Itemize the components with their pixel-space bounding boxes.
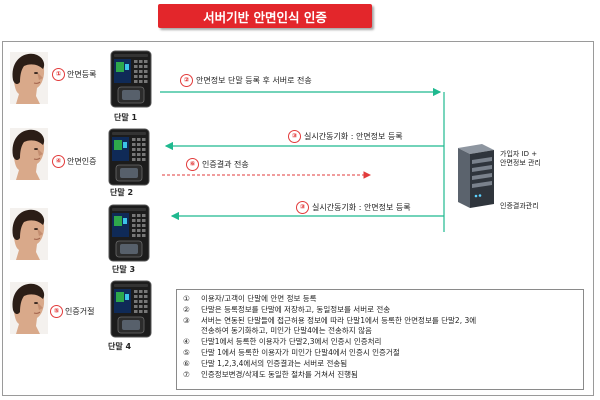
diagram-frame (2, 41, 594, 396)
server-label-line2: 안면정보 관리 (500, 159, 541, 167)
terminal-device-1 (110, 50, 152, 108)
terminal-device-3 (108, 204, 150, 262)
arrow-badge-3a: ③ (288, 130, 301, 143)
legend-text: 단말1에서 등록한 이용자가 단말2,3에서 인증시 인증처리 (201, 337, 382, 347)
step-badge-4: ④ (52, 155, 65, 168)
legend-num: ⑦ (183, 369, 190, 379)
step-badge-5: ⑤ (50, 305, 63, 318)
diagram-title: 서버기반 안면인식 인증 (158, 4, 372, 28)
arrow-label-3b: 실시간동기화 : 안면정보 등록 (312, 203, 411, 212)
user-face-2 (10, 128, 48, 180)
terminal-label-4: 단말 4 (108, 342, 132, 351)
arrow-label-2: 안면정보 단말 등록 후 서버로 전송 (196, 76, 312, 85)
legend-box: ① 이용자/고객이 단말에 안면 정보 등록 ② 단말은 등록정보를 단말에 저장하… (176, 289, 584, 390)
legend-text: 이용자/고객이 단말에 안면 정보 등록 (201, 294, 317, 303)
arrow-label-3a: 실시간동기화 : 안면정보 등록 (304, 132, 403, 141)
legend-num: ③ (183, 315, 190, 325)
legend-text: 단말 1,2,3,4에서의 인증결과는 서버로 전송됨 (201, 358, 348, 368)
legend-row: ④ 단말1에서 등록한 이용자가 단말2,3에서 인증시 인증처리 (183, 337, 577, 348)
terminal-label-3: 단말 3 (112, 265, 136, 274)
terminal-device-2 (108, 128, 150, 186)
legend-text: 전송하여 동기화하고, 미인가 단말4에는 전송하지 않음 (201, 326, 372, 336)
legend-num: ⑤ (183, 347, 190, 357)
server-result-label: 인증결과관리 (500, 202, 539, 210)
legend-text: 단말은 등록정보를 단말에 저장하고, 동일정보를 서버로 전송 (201, 304, 391, 314)
legend-num: ⑥ (183, 358, 190, 368)
step-label-enroll: 안면등록 (67, 70, 97, 79)
user-face-3 (10, 208, 48, 260)
server-tower-icon (458, 144, 494, 208)
step-label-auth: 안면인증 (67, 157, 97, 166)
arrow-badge-6: ⑥ (186, 158, 199, 171)
step-badge-1: ① (52, 68, 65, 81)
legend-row: ③ 서버는 연동된 단말들에 접근허용 정보에 따라 단말1에서 등록한 안면정보… (183, 316, 577, 327)
legend-text: 서버는 연동된 단말들에 접근허용 정보에 따라 단말1에서 등록한 안면정보를… (201, 315, 477, 325)
legend-num: ④ (183, 337, 190, 347)
user-face-1 (10, 52, 48, 104)
arrow-label-6: 인증결과 전송 (202, 160, 249, 169)
terminal-device-4 (110, 280, 152, 338)
legend-num (183, 326, 201, 337)
legend-num: ② (183, 304, 190, 314)
step-label-deny: 인증거절 (65, 307, 95, 316)
legend-row: ⑦ 인증정보변경/삭제도 동일한 절차를 거쳐서 진행됨 (183, 370, 577, 381)
legend-row: ② 단말은 등록정보를 단말에 저장하고, 동일정보를 서버로 전송 (183, 305, 577, 316)
legend-text: 단말 1에서 등록한 이용자가 미인가 단말4에서 인증시 인증거절 (201, 347, 400, 357)
legend-row: 전송하여 동기화하고, 미인가 단말4에는 전송하지 않음 (183, 326, 577, 337)
user-face-4 (10, 282, 48, 334)
arrow-badge-2: ② (180, 74, 193, 87)
server-label-line1: 가입자 ID + (500, 150, 538, 158)
legend-text: 인증정보변경/삭제도 동일한 절차를 거쳐서 진행됨 (201, 369, 358, 379)
legend-row: ⑥ 단말 1,2,3,4에서의 인증결과는 서버로 전송됨 (183, 359, 577, 370)
legend-num: ① (183, 294, 190, 303)
legend-row: ⑤ 단말 1에서 등록한 이용자가 미인가 단말4에서 인증시 인증거절 (183, 348, 577, 359)
legend-row: ① 이용자/고객이 단말에 안면 정보 등록 (183, 294, 577, 305)
terminal-label-2: 단말 2 (110, 188, 134, 197)
terminal-label-1: 단말 1 (114, 113, 138, 122)
arrow-badge-3b: ③ (296, 201, 309, 214)
